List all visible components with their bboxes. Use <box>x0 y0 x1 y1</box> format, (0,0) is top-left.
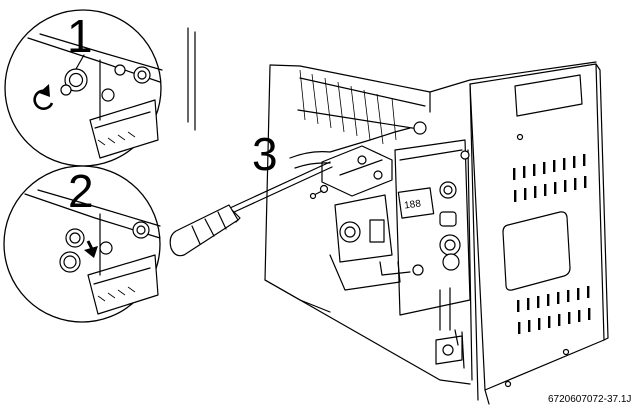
detail-circle-1: 1 <box>4 9 163 167</box>
screwdriver <box>169 161 333 257</box>
arrow-down-icon <box>84 240 98 258</box>
rotate-ccw-icon <box>33 84 54 110</box>
step-2-label: 2 <box>68 165 94 217</box>
bracket <box>289 127 411 200</box>
step-1-label: 1 <box>67 10 93 62</box>
control-unit: 188 <box>329 121 471 369</box>
vent-slots <box>513 154 591 334</box>
detail-circle-2: 2 <box>3 165 161 323</box>
step-3-label: 3 <box>252 128 278 180</box>
document-code: 6720607072-37.1JF <box>548 394 632 405</box>
boiler-housing <box>264 61 609 405</box>
display-readout: 188 <box>404 198 422 211</box>
